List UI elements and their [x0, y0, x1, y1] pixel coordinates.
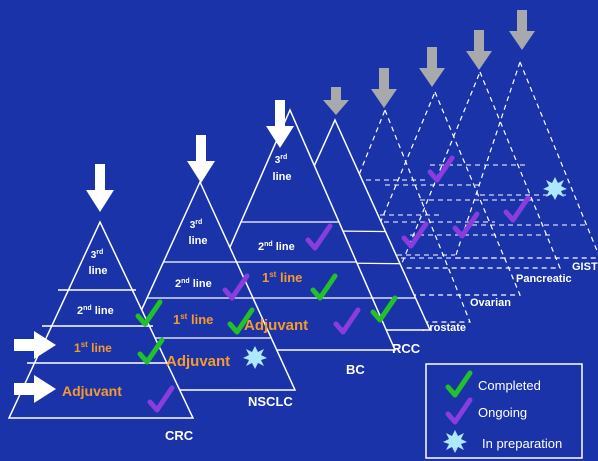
legend-ongoing-label: Ongoing [478, 405, 527, 420]
legend-box [425, 363, 583, 459]
bc-line1: 1st line [262, 270, 302, 285]
bc-line3-word: line [273, 171, 292, 183]
arrow-down-nsclc [187, 135, 215, 183]
pyramid-ovarian-outline [349, 90, 521, 296]
nsclc-line3: 3rd [190, 219, 203, 231]
crc-adjuvant: Adjuvant [62, 383, 122, 399]
crc-line3: 3rd [91, 249, 104, 261]
bc-adjuvant: Adjuvant [244, 317, 308, 334]
pyramid-label-gist: GIST [572, 261, 598, 273]
legend-completed-label: Completed [478, 378, 541, 393]
pyramid-label-bc: BC [346, 362, 365, 377]
nsclc-line2: 2nd line [175, 278, 212, 290]
pyramid-label-prostate: Prostate [422, 322, 466, 334]
arrow-down-crc [86, 164, 114, 212]
pyramid-bc-outline [183, 108, 397, 351]
pyramid-label-rcc: RCC [392, 341, 421, 356]
pyramid-label-pancreatic: Pancreatic [516, 273, 572, 285]
legend: Completed Ongoing In preparation [425, 363, 583, 459]
pyramid-gist-outline [454, 60, 598, 259]
bc-line2: 2nd line [258, 241, 295, 253]
arrow-down-prostate [371, 68, 397, 108]
nsclc-adjuvant: Adjuvant [166, 353, 230, 370]
legend-preparation-star [443, 430, 467, 453]
nsclc-line3-word: line [189, 235, 208, 247]
arrow-down-ovarian [419, 47, 445, 87]
nsclc-adjuvant-preparation-star [243, 346, 267, 369]
pyramid-nsclc-outline [103, 180, 297, 391]
crc-line1: 1st line [74, 340, 112, 355]
pyramid-label-ovarian: Ovarian [470, 297, 511, 309]
arrow-down-pancreatic [466, 30, 492, 70]
crc-line3-word: line [89, 265, 108, 277]
nsclc-line1: 1st line [173, 312, 213, 327]
arrow-down-bc [266, 100, 294, 148]
pyramid-pancreatic-outline [399, 70, 561, 269]
pyramid-pancreatic: Pancreatic [399, 70, 572, 285]
legend-preparation-label: In preparation [482, 436, 562, 451]
bc-line3: 3rd [275, 154, 288, 166]
pyramid-ovarian: Ovarian [349, 90, 521, 309]
arrow-right-line1 [14, 331, 56, 359]
pyramid-label-nsclc: NSCLC [248, 394, 293, 409]
gist-preparation-star [543, 177, 567, 200]
pyramid-label-crc: CRC [165, 428, 194, 443]
crc-line2: 2nd line [77, 305, 114, 317]
arrow-down-rcc [323, 87, 349, 115]
arrow-down-gist [509, 10, 535, 50]
arrow-right-adjuvant [14, 375, 56, 403]
